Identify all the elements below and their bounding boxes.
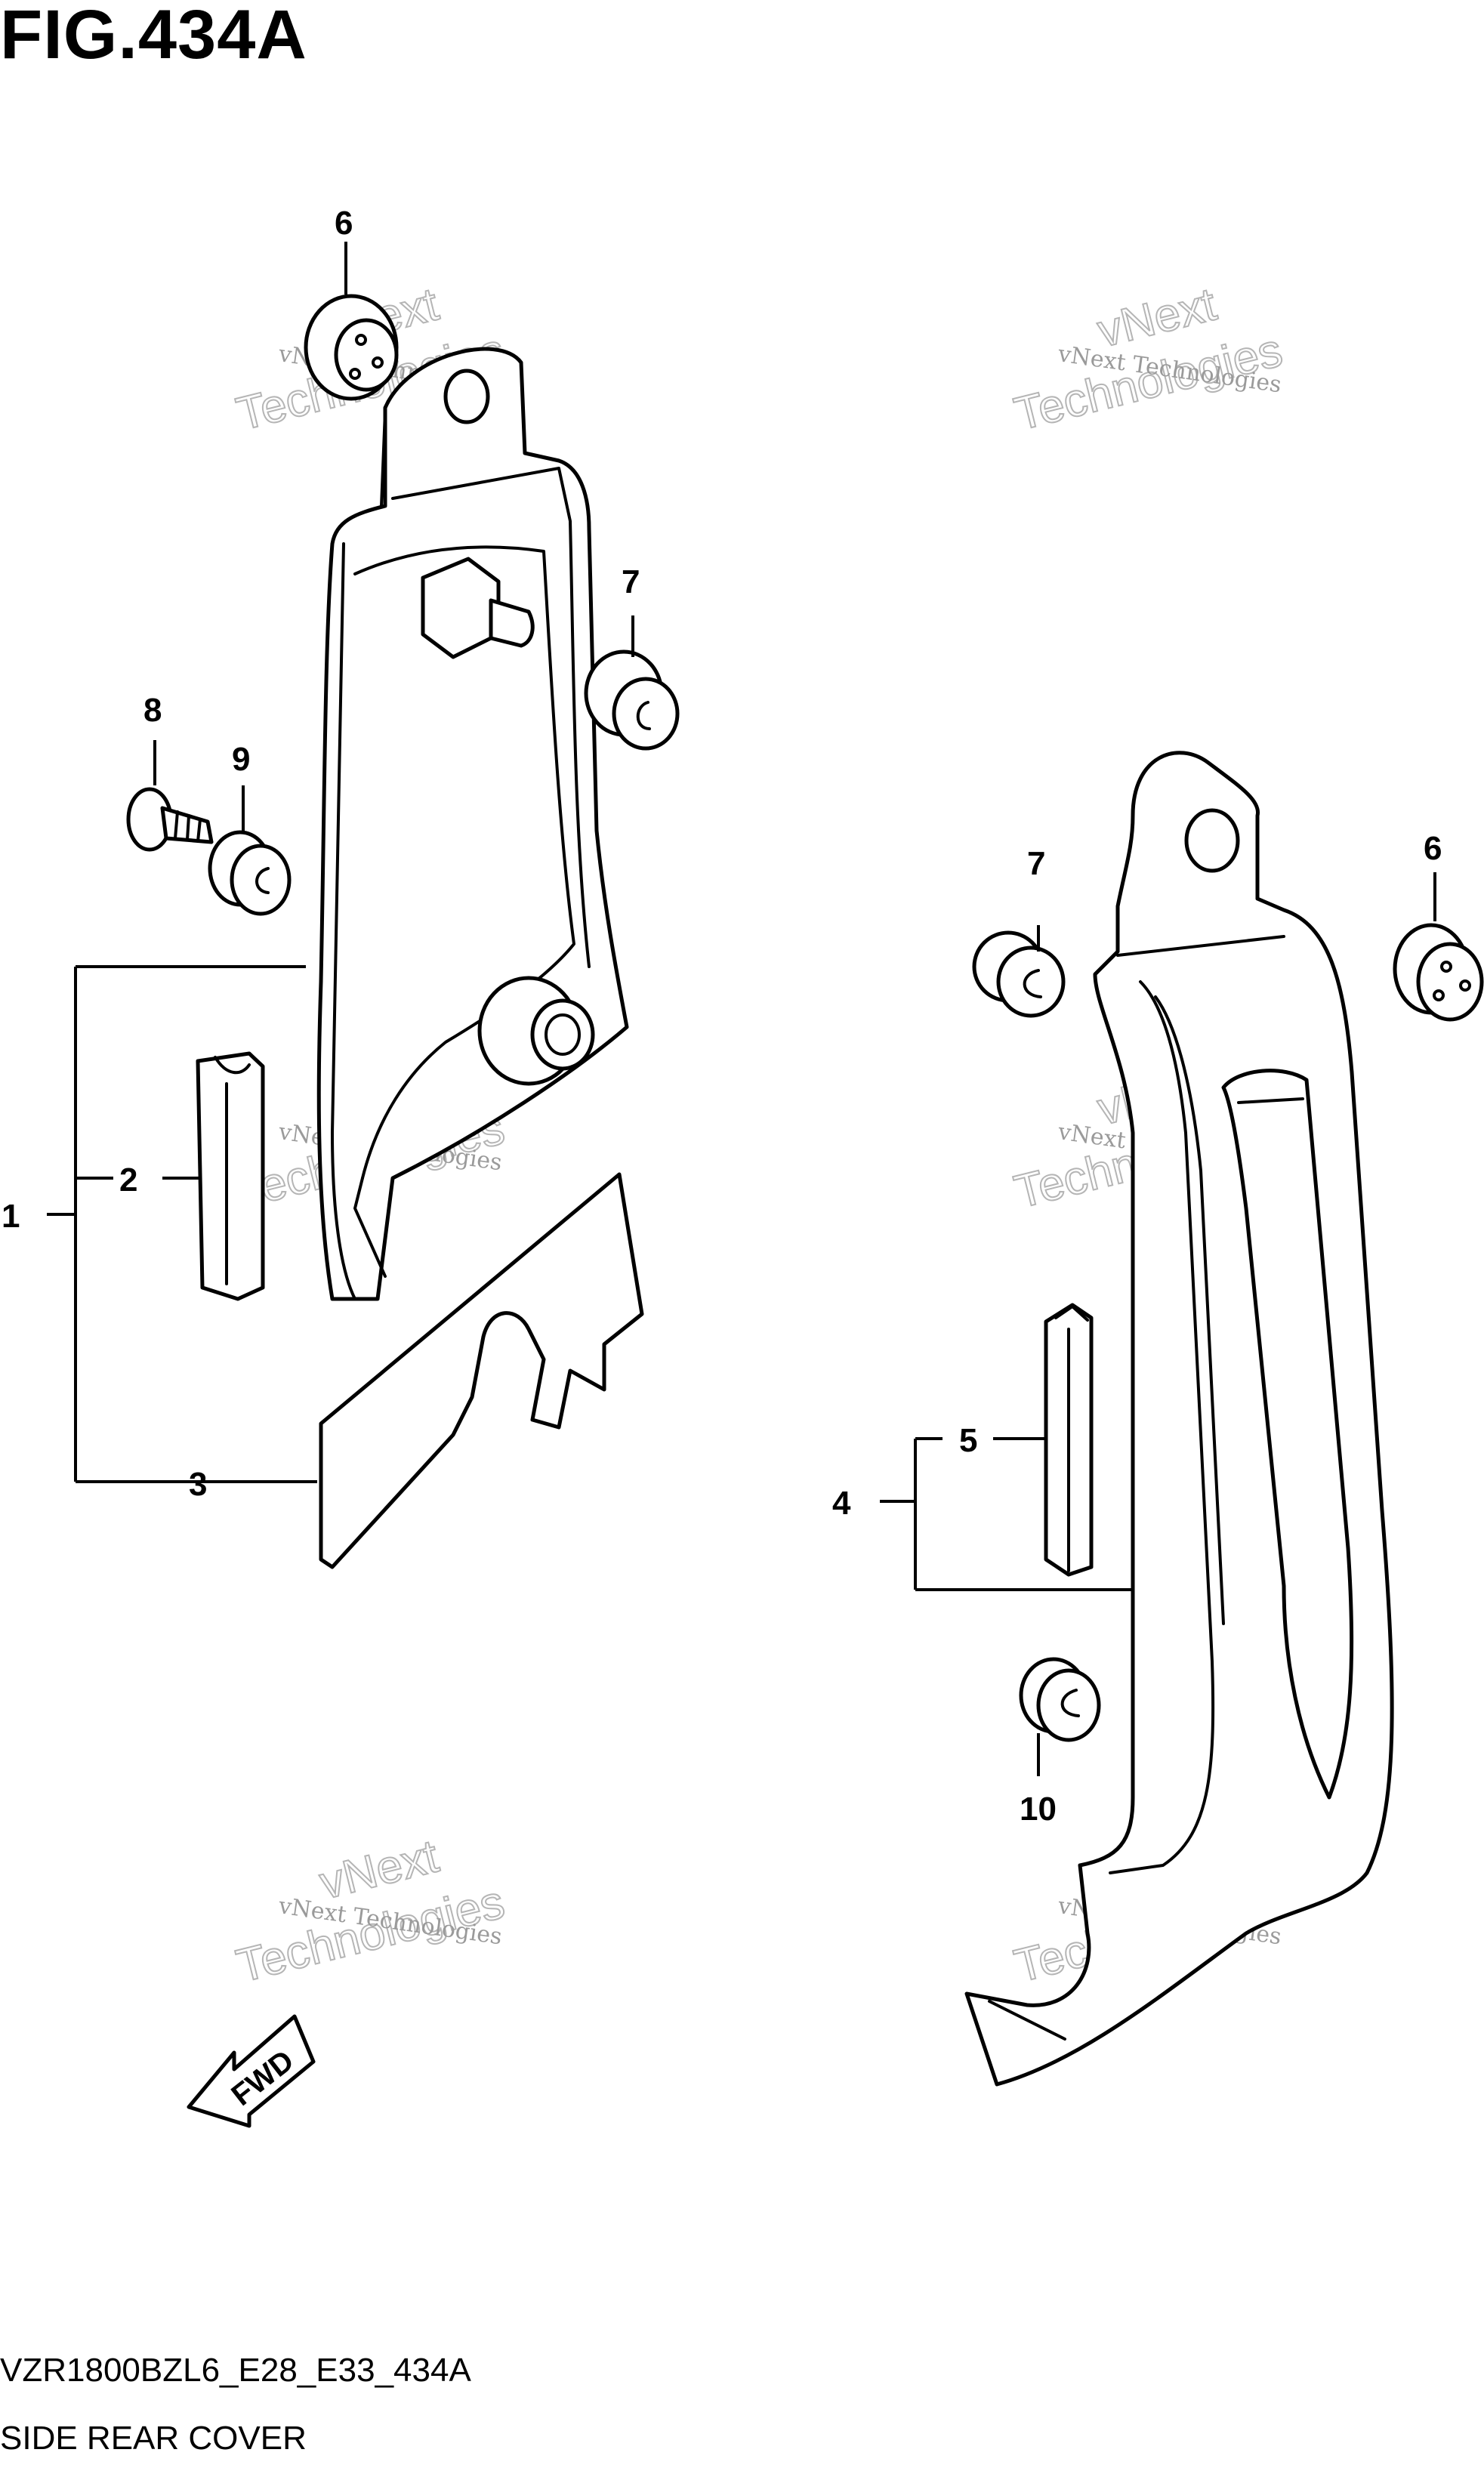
callout-7-right: 7 (1027, 845, 1045, 882)
grommet-6-right (1393, 923, 1484, 1022)
watermark-bottom-left: Technologies vNext vNext Technologies (231, 1829, 511, 1993)
part-2-trim-strip (196, 1051, 265, 1301)
grommet-10 (1019, 1657, 1101, 1742)
callout-9: 9 (232, 741, 250, 778)
grommet-7-left (584, 649, 680, 751)
bush-9 (208, 830, 292, 916)
bolt-8 (126, 787, 214, 852)
diagram-code: VZR1800BZL6_E28_E33_434A (0, 2352, 471, 2389)
callout-2: 2 (119, 1161, 137, 1198)
right-side-rear-cover (964, 751, 1394, 2087)
grommet-7-right (972, 930, 1066, 1018)
watermark-top-right: Technologies vNext vNext Technologies (1009, 277, 1288, 441)
part-5-trim-strip (1044, 1303, 1094, 1577)
callout-3: 3 (189, 1466, 207, 1503)
fwd-direction-arrow: FWD (187, 2014, 316, 2128)
callout-6-top: 6 (335, 205, 353, 242)
diagram-caption: SIDE REAR COVER (0, 2420, 307, 2457)
callout-6-right: 6 (1424, 830, 1442, 867)
figure-title: FIG.434A (0, 0, 307, 73)
callout-5: 5 (959, 1422, 977, 1459)
callout-4: 4 (832, 1485, 851, 1522)
callout-7-left: 7 (622, 563, 640, 600)
leader-lines (47, 242, 1436, 1776)
left-side-rear-cover (316, 347, 629, 1301)
grommet-6-top (304, 294, 399, 401)
callout-10: 10 (1020, 1791, 1057, 1828)
callout-8: 8 (143, 692, 162, 729)
callout-numbers: 6 7 8 9 1 2 3 7 6 5 4 10 (2, 205, 1442, 1828)
callout-1: 1 (2, 1198, 20, 1235)
part-3-pad (319, 1172, 644, 1569)
